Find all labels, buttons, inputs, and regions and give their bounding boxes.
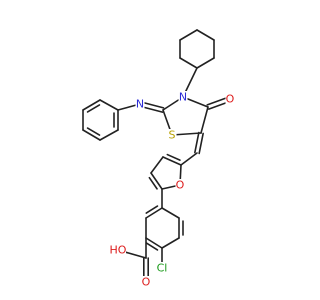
atom-chlorine-mask [154,262,170,274]
atom-chlorine-label: Cl [157,262,168,275]
bond-cy4-cy5 [179,57,198,69]
bond-ph4-ph5-b [86,127,101,136]
atom-label-layer: N N S O O HO O Cl [110,91,235,289]
atom-imine-n-label: N [136,98,144,111]
bond-b6-b1 [161,207,180,219]
bond-ph2-ph3-b [86,104,101,113]
atom-n3: N [178,91,188,104]
atom-n3-label: N [179,91,187,104]
atom-imine-n-mask [135,98,145,110]
bond-ch-f2 [180,152,198,166]
bond-ph2-ph3-a [82,99,101,111]
bond-layer [82,29,232,283]
atom-acid-carbonyl-o: O [141,276,151,289]
bond-f4-f5-b [148,176,158,190]
atom-acid-carbonyl-o-label: O [142,276,151,289]
atom-carbonyl-o: O [225,93,235,106]
atom-hydroxyl-label: HO [110,244,127,257]
atom-hydroxyl-mask [110,244,126,256]
atom-s1-label: S [169,129,176,142]
bond-b3-b4-b [145,242,159,251]
bond-ph4-ph5-a [82,129,101,141]
bond-cy1-cy2 [196,29,215,41]
atom-s1: S [167,129,177,142]
bond-b4-b5 [161,237,180,249]
bond-f3-f4 [150,156,164,174]
bond-c5-ch-a [194,131,200,154]
bond-f2-f3-a [162,156,182,166]
bond-c5-ch-b [198,132,204,155]
bond-c4-c5 [200,106,209,134]
bond-b1-b2-b [145,205,159,214]
molecule-diagram: N N S O O HO O Cl [82,29,235,289]
bond-f2-f3-b [166,153,181,161]
bond-b1-b2-a [145,207,163,219]
bond-cy6-cy1 [179,29,198,41]
atom-acid-carbonyl-o-mask [141,276,151,288]
atom-carbonyl-o-label: O [226,93,235,106]
atom-s1-mask [167,129,177,141]
bond-ph1-ph2 [99,99,119,111]
bond-c5-s1 [171,132,202,136]
bond-ph5-ph6 [99,129,119,141]
bond-b3-b4-a [145,237,163,249]
bond-f4-f5-a [150,172,163,190]
atom-n3-mask [178,91,188,103]
atom-furan-o-label: O [176,179,185,192]
atom-carbonyl-o-mask [225,93,235,105]
atom-chlorine: Cl [154,262,170,275]
atom-furan-o-mask [175,179,185,191]
atom-furan-o: O [175,179,185,192]
atom-imine-n: N [135,98,145,111]
atom-hydroxyl: HO [110,244,127,257]
bond-cy3-cy4 [196,57,215,69]
